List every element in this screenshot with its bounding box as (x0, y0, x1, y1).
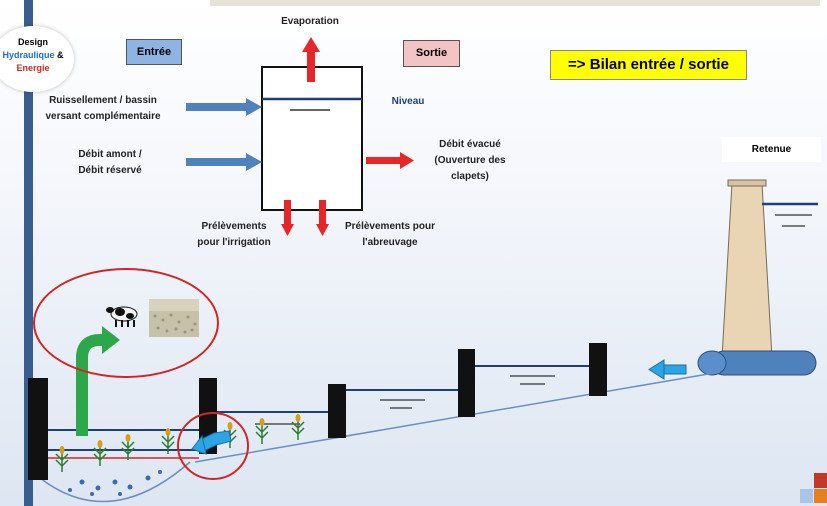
outflow-arrow-discharge (366, 152, 414, 169)
upstream-flow-label-line-1: Débit amont / (78, 149, 142, 160)
flow-arrow-from-dam (648, 359, 687, 380)
weir-4 (458, 349, 475, 417)
logo: Design Hydraulique & Energie (0, 26, 74, 92)
dam (721, 179, 818, 359)
irrigation-withdrawal-label: Prélèvements pour l'irrigation (186, 219, 282, 251)
water-levels (48, 365, 589, 459)
weir-5 (589, 343, 607, 396)
weir-3 (328, 384, 346, 438)
top-strip (210, 0, 820, 6)
plant-icons (55, 414, 305, 472)
withdrawal-arrow-livestock (316, 200, 329, 236)
weir-flow-arrow (191, 430, 232, 455)
discharge-label-line-3: clapets) (451, 171, 489, 182)
discharge-label-line-2: (Ouverture des (434, 155, 506, 166)
sortie-box: Sortie (403, 40, 460, 67)
livestock-withdrawal-label-line-1: Prélèvements pour (344, 221, 436, 232)
bilan-box: => Bilan entrée / sortie (550, 50, 747, 80)
discharge-label-line-1: Débit évacué (439, 139, 501, 150)
basin-depression (39, 461, 191, 503)
logo-line-3: Energie (16, 63, 50, 73)
withdrawal-arrow-irrigation (281, 200, 294, 236)
corner-square-red (814, 473, 827, 488)
entree-box: Entrée (126, 39, 182, 65)
irrigation-withdrawal-label-line-1: Prélèvements (201, 221, 267, 232)
runoff-label-line-2: versant complémentaire (45, 111, 161, 122)
evaporation-arrow (302, 37, 320, 82)
logo-line-2a: Hydraulique (2, 50, 55, 60)
irrigation-uplift-arrow (76, 326, 120, 436)
weir-highlight-circle (177, 412, 249, 480)
inflow-arrow-upstream (186, 153, 262, 171)
runoff-label: Ruissellement / bassin versant complémen… (28, 93, 178, 125)
corner-square-blue (800, 489, 813, 503)
runoff-label-line-1: Ruissellement / bassin (49, 95, 157, 106)
upstream-flow-label: Débit amont / Débit réservé (50, 147, 170, 179)
usage-highlight-circle (33, 268, 219, 378)
corner-square-orange (814, 489, 827, 503)
river-bed-line (194, 371, 721, 463)
inflow-arrow-runoff (186, 98, 262, 116)
reservoir-box (261, 66, 363, 211)
logo-line-2b: & (54, 50, 64, 60)
retenue-label: Retenue (722, 137, 821, 162)
discharge-label: Débit évacué (Ouverture des clapets) (420, 137, 520, 185)
irrigation-withdrawal-label-line-2: pour l'irrigation (197, 237, 271, 248)
livestock-withdrawal-label: Prélèvements pour l'abreuvage (334, 219, 446, 251)
evaporation-label: Evaporation (281, 16, 339, 27)
left-accent-bar (24, 0, 33, 506)
upstream-flow-label-line-2: Débit réservé (78, 165, 142, 176)
gravel-dots (68, 470, 162, 496)
logo-line-1: Design (17, 37, 48, 47)
crop-field-image (149, 299, 199, 337)
cow-icon (106, 306, 138, 327)
dam-outlet-pipe (697, 350, 817, 376)
niveau-label: Niveau (391, 96, 425, 107)
livestock-withdrawal-label-line-2: l'abreuvage (362, 237, 418, 248)
weir-1 (28, 378, 48, 480)
